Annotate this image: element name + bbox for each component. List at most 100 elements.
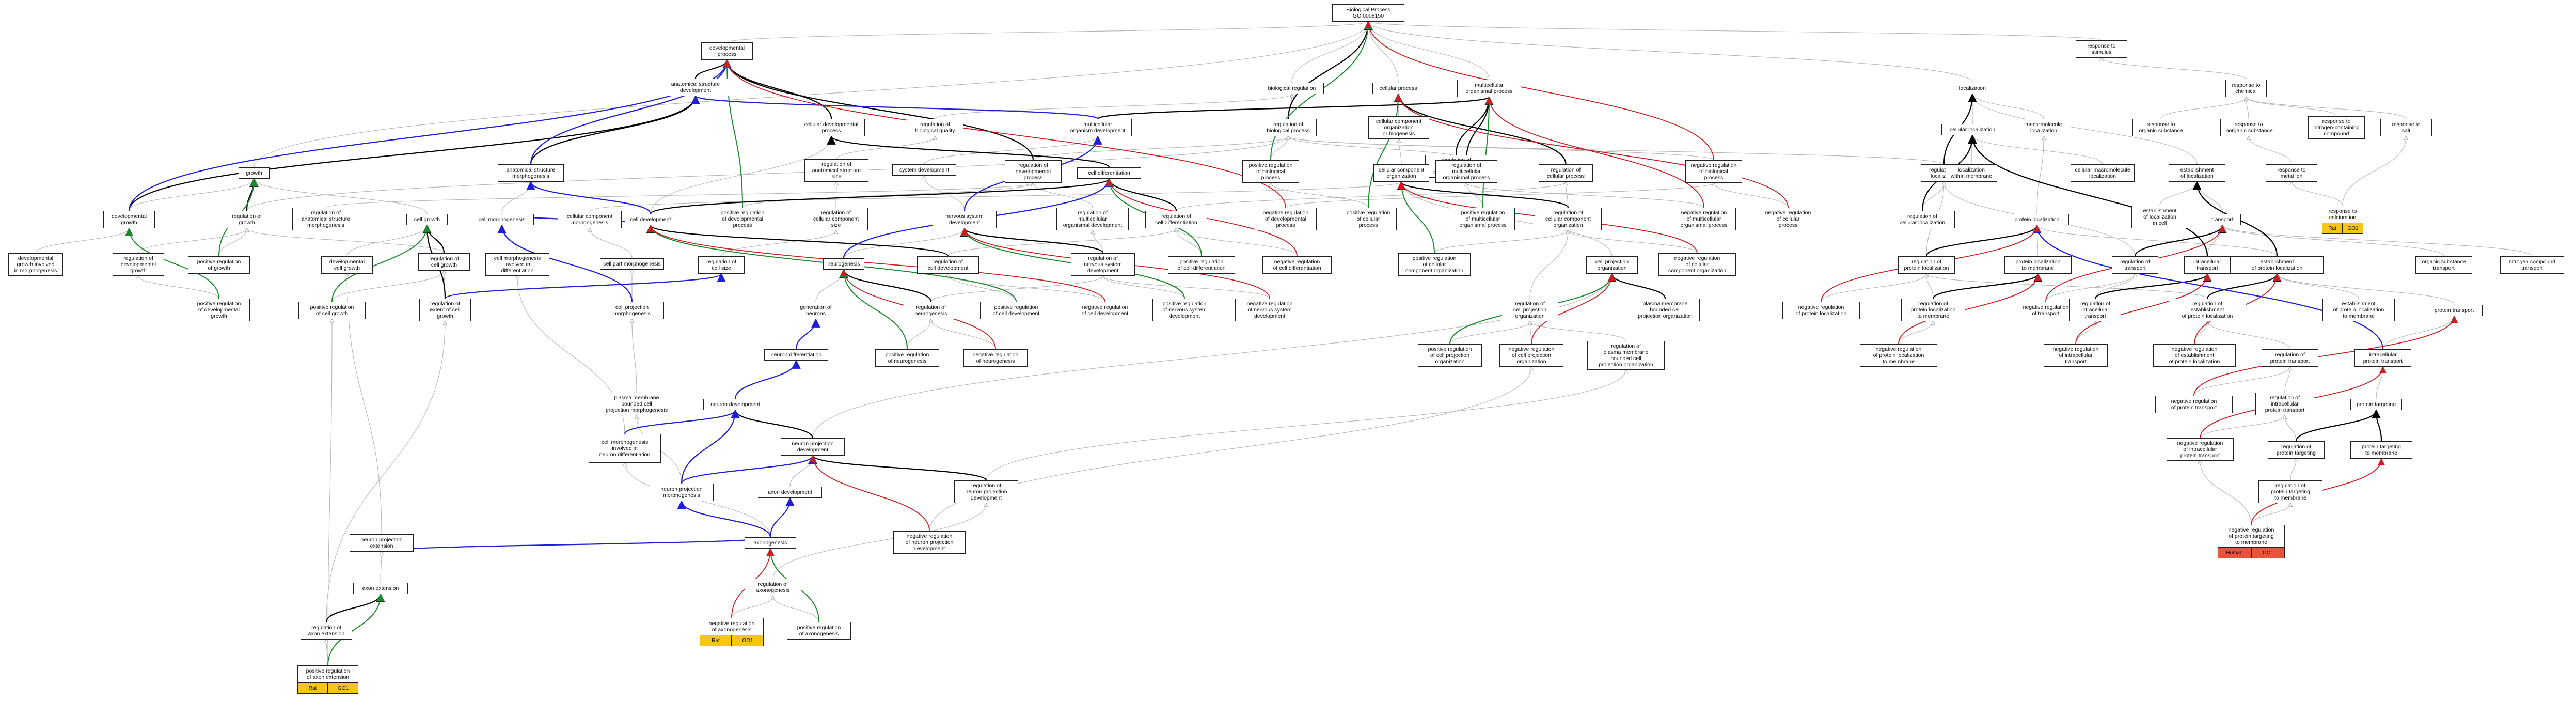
go-term-localization[interactable]: localization: [1952, 83, 1993, 94]
go-term-intra-transport[interactable]: intracellular transport: [2184, 256, 2231, 274]
go-term-reg-cell-proj-org[interactable]: regulation of cell projection organizati…: [1502, 299, 1558, 321]
go-term-neg-reg-axonogenesis[interactable]: negative regulation of axonogenesis: [700, 618, 764, 635]
go-term-reg-pm-cell-proj-org[interactable]: regulation of plasma membrane bounded ce…: [1587, 341, 1665, 370]
go-term-reg-prot-loc-membrane[interactable]: regulation of protein localization to me…: [1901, 299, 1965, 321]
go-term-macro-loc[interactable]: macromolecule localization: [2018, 119, 2069, 136]
go-term-neurogenesis[interactable]: neurogenesis: [823, 258, 864, 270]
go-term-cell-diff[interactable]: cell differentiation: [1077, 167, 1141, 179]
go-term-neg-reg-dev[interactable]: negative regulation of developmental pro…: [1255, 208, 1317, 230]
go-term-cc-org[interactable]: cellular component organization: [1373, 164, 1429, 182]
go-term-n-compound-transport[interactable]: nitrogen compound transport: [2500, 256, 2564, 274]
go-term-reg-extent-growth[interactable]: regulation of extent of cell growth: [419, 299, 471, 321]
go-term-dev-proc[interactable]: developmental process: [701, 42, 753, 60]
go-term-sys-dev[interactable]: system development: [892, 164, 956, 176]
go-term-resp-stim[interactable]: response to stimulus: [2076, 40, 2127, 58]
go-term-reg-anat-size[interactable]: regulation of anatomical structure size: [804, 159, 868, 182]
go-term-reg-multi-proc[interactable]: regulation of multicellular organismal p…: [1435, 160, 1497, 183]
go-term-reg-cell-diff[interactable]: regulation of cell differentiation: [1145, 211, 1207, 228]
go-term-resp-n[interactable]: response to nitrogen-containing compound: [2308, 116, 2365, 139]
go-term-axon-dev[interactable]: axon development: [758, 487, 822, 498]
go-term-pos-reg-bp[interactable]: positive regulation of biological proces…: [1242, 160, 1299, 183]
go-term-loc-membrane[interactable]: localization within membrane: [1946, 164, 1997, 182]
go-term-biol-reg[interactable]: biological regulation: [1260, 83, 1324, 94]
go-term-resp-calcium[interactable]: response to calcium ion: [2322, 206, 2363, 223]
go-term-cell-loc[interactable]: cellular localization: [1941, 124, 2003, 135]
go-term-reg-estab-prot-loc[interactable]: regulation of establishment of protein l…: [2169, 299, 2246, 321]
go-term-reg-prot-loc[interactable]: regulation of protein localization: [1898, 256, 1955, 274]
go-term-reg-cell-proc[interactable]: regulation of cellular process: [1539, 164, 1593, 182]
go-term-intra-prot-transport[interactable]: intracellular protein transport: [2354, 349, 2411, 367]
go-term-reg-neurogenesis[interactable]: regulation of neurogenesis: [904, 302, 958, 319]
go-term-estab-loc-cell[interactable]: establishment of localization in cell: [2131, 206, 2188, 228]
go-term-cc-morph[interactable]: cellular component morphogenesis: [558, 211, 622, 228]
go-term-reg-cell-devt[interactable]: regulation of cell development: [917, 256, 979, 274]
go-term-neg-reg-intra-prot-transport[interactable]: negative regulation of intracellular pro…: [2167, 438, 2234, 461]
go-term-prot-targeting[interactable]: protein targeting: [2350, 399, 2402, 410]
go-term-neg-reg-neuron-proj-dev[interactable]: negative regulation of neuron projection…: [893, 531, 966, 554]
go-term-reg-cell-growth[interactable]: regulation of cell growth: [418, 253, 470, 271]
go-term-dev-cell-growth[interactable]: developmental cell growth: [321, 256, 373, 274]
go-term-pos-reg-cell-devt[interactable]: positive regulation of cell development: [980, 302, 1052, 319]
go-term-prot-transport[interactable]: protein transport: [2426, 305, 2483, 316]
go-term-reg-multi-dev[interactable]: regulation of multicellular organismal d…: [1056, 208, 1129, 230]
go-term-dev-growth[interactable]: developmental growth: [103, 211, 155, 228]
go-term-reg-biol-qual[interactable]: regulation of biological quality: [907, 119, 963, 136]
go-term-pos-reg-cell-growth[interactable]: positive regulation of cell growth: [298, 302, 366, 319]
go-term-pos-reg-cell-proc[interactable]: positive regulation of cellular process: [1340, 208, 1397, 230]
go-term-reg-intra-transport[interactable]: regulation of intracellular transport: [2069, 299, 2121, 321]
go-term-gen-neurons[interactable]: generation of neurons: [793, 302, 839, 319]
go-term-reg-cc-size[interactable]: regulation of cellular component size: [804, 208, 868, 230]
go-term-cell-proj-morph[interactable]: cell projection morphogenesis: [600, 302, 664, 319]
go-term-reg-dev-proc[interactable]: regulation of developmental process: [1005, 160, 1062, 183]
go-term-resp-metal[interactable]: response to metal ion: [2266, 164, 2317, 182]
go-term-pos-reg-dev-growth[interactable]: positive regulation of developmental gro…: [188, 299, 250, 321]
go-term-estab-prot-loc[interactable]: establishment of protein localization: [2231, 256, 2324, 274]
go-term-reg-cc-org[interactable]: regulation of cellular component organiz…: [1535, 208, 1602, 230]
go-term-resp-chem[interactable]: response to chemical: [2225, 80, 2267, 97]
go-term-anat-morph[interactable]: anatomical structure morphogenesis: [498, 164, 564, 182]
go-term-pos-reg-dev[interactable]: positive regulation of developmental pro…: [712, 208, 773, 230]
go-term-reg-cell-loc[interactable]: regulation of cellular localization: [1890, 211, 1955, 228]
go-term-neg-reg-prot-loc-membrane[interactable]: negative regulation of protein localizat…: [1860, 344, 1937, 367]
go-term-pos-reg-cc-org[interactable]: positive regulation of cellular componen…: [1398, 253, 1471, 276]
go-term-multi-dev[interactable]: multicellular organism development: [1064, 119, 1132, 136]
go-term-neg-reg-cell-devt[interactable]: negative regulation of cell development: [1069, 302, 1141, 319]
go-term-neg-reg-prot-transport[interactable]: negative regulation of protein transport: [2155, 396, 2233, 413]
go-term-neuron-proj-morph[interactable]: neuron projection morphogenesis: [650, 484, 714, 501]
go-term-reg-prot-targeting-membrane[interactable]: regulation of protein targeting to membr…: [2258, 480, 2322, 503]
go-term-cell-proc[interactable]: cellular process: [1372, 83, 1424, 94]
go-term-cell-morph[interactable]: cell morphogenesis: [470, 214, 534, 225]
go-term-resp-org[interactable]: response to organic substance: [2132, 119, 2189, 136]
go-term-org-subst-transport[interactable]: organic substance transport: [2415, 256, 2472, 274]
go-term-reg-growth[interactable]: regulation of growth: [224, 211, 270, 228]
go-term-estab-prot-loc-membrane[interactable]: establishment of protein localization to…: [2322, 299, 2395, 321]
go-term-bp[interactable]: Biological Process GO:0008150: [1332, 4, 1404, 22]
go-term-neg-reg-prot-targeting-membrane[interactable]: negative regulation of protein targeting…: [2218, 525, 2285, 548]
go-term-neg-reg-cell-proj-org[interactable]: negative regulation of cell projection o…: [1499, 344, 1563, 367]
go-term-reg-dev-growth[interactable]: regulation of developmental growth: [113, 253, 164, 276]
go-term-pos-reg-nerv-dev[interactable]: positive regulation of nervous system de…: [1152, 299, 1216, 321]
go-term-reg-cell-size[interactable]: regulation of cell size: [698, 256, 745, 274]
go-term-prot-loc[interactable]: protein localization: [2005, 214, 2069, 225]
go-term-cc-org-bio[interactable]: cellular component organization or bioge…: [1368, 116, 1429, 139]
go-term-neuron-dev[interactable]: neuron development: [703, 399, 767, 410]
go-term-neg-reg-nerv-dev[interactable]: negative regulation of nervous system de…: [1235, 299, 1304, 321]
go-term-cell-dev-proc[interactable]: cellular developmental process: [798, 119, 865, 136]
go-term-pos-reg-multi[interactable]: positive regulation of multicellular org…: [1451, 208, 1515, 230]
go-term-neg-reg-cell-proc[interactable]: negative regulation of cellular process: [1760, 208, 1816, 230]
go-term-reg-intra-prot-transport[interactable]: regulation of intracellular protein tran…: [2255, 393, 2314, 415]
go-term-pos-reg-neurogenesis[interactable]: positive regulation of neurogenesis: [875, 349, 939, 367]
go-term-neg-reg-estab-prot-loc[interactable]: negative regulation of establishment of …: [2153, 344, 2236, 367]
go-term-anat-dev[interactable]: anatomical structure development: [662, 79, 729, 96]
go-term-dev-growth-morph[interactable]: developmental growth involved in morphog…: [8, 253, 63, 276]
go-term-resp-salt[interactable]: response to salt: [2380, 119, 2432, 136]
go-term-neg-reg-bp[interactable]: negative regulation of biological proces…: [1685, 160, 1742, 183]
go-term-neuron-proj-ext[interactable]: neuron projection extension: [350, 534, 414, 552]
go-term-nerv-dev[interactable]: nervous system development: [933, 211, 997, 228]
go-term-axonogenesis[interactable]: axonogenesis: [745, 537, 796, 549]
go-term-resp-inorg[interactable]: response to inorganic substance: [2220, 119, 2277, 136]
go-term-neg-reg-neurogenesis[interactable]: negative regulation of neurogenesis: [963, 349, 1028, 367]
go-term-reg-prot-transport[interactable]: regulation of protein transport: [2262, 349, 2318, 367]
go-term-neuron-diff[interactable]: neuron differentiation: [764, 349, 828, 361]
go-term-neg-reg-multi[interactable]: negative regulation of multicellular org…: [1672, 208, 1736, 230]
